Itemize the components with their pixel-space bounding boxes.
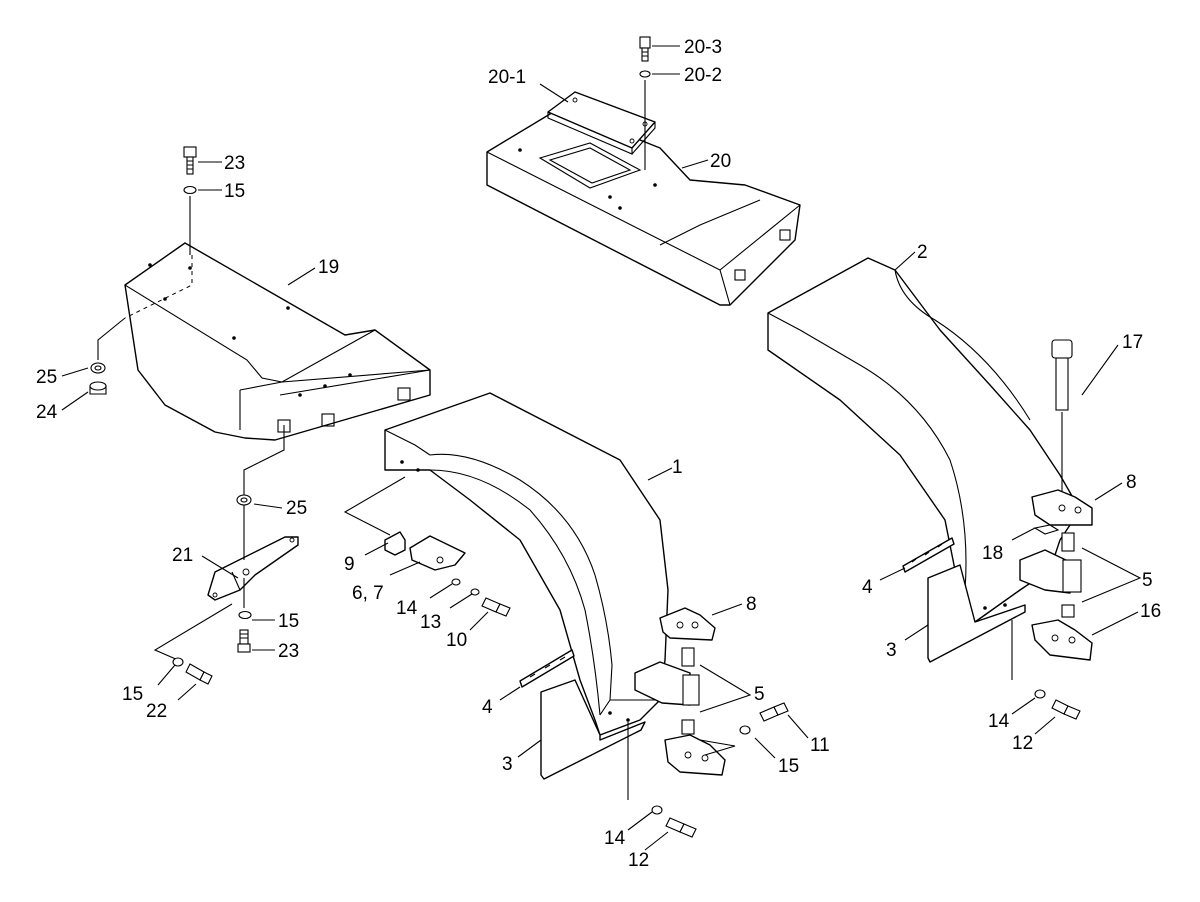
label-12-right: 12 <box>1012 733 1033 754</box>
part-5-hinge-mid <box>634 647 700 735</box>
part-11-bolt <box>759 702 789 722</box>
part-25-washer-mid <box>236 494 252 506</box>
label-2: 2 <box>917 242 928 263</box>
label-8-right: 8 <box>1126 472 1137 493</box>
label-17: 17 <box>1122 332 1143 353</box>
part-20-top-cover <box>486 107 801 306</box>
part-4-strip-right <box>902 537 955 573</box>
part-24-nut <box>89 381 107 395</box>
part-17-pin <box>1051 339 1073 411</box>
part-20-2-washer <box>639 70 651 78</box>
part-3-mudflap-mid <box>540 679 646 780</box>
label-16: 16 <box>1140 601 1161 622</box>
part-20-3-bolt <box>639 36 651 62</box>
part-14-washer-bottom <box>651 805 663 815</box>
part-13-washer <box>470 588 480 596</box>
label-6-7: 6, 7 <box>352 583 384 604</box>
part-number-labels: 20-3 20-2 20-1 20 23 15 19 2 17 25 24 1 … <box>36 37 1161 871</box>
part-16-hinge-plate-right <box>1031 619 1093 661</box>
part-19-left-cover <box>124 242 431 441</box>
part-10-bolt <box>481 597 511 617</box>
part-14-washer-right <box>1034 689 1046 699</box>
label-18: 18 <box>982 543 1003 564</box>
part-25-washer-left <box>90 362 106 374</box>
label-15-lower: 15 <box>122 684 143 705</box>
part-1-middle-fender <box>384 392 669 736</box>
label-4-right: 4 <box>862 577 873 598</box>
label-15-top: 15 <box>224 181 245 202</box>
label-13: 13 <box>420 612 441 633</box>
label-14-bottom: 14 <box>604 828 626 849</box>
part-23-bolt-top <box>183 146 197 175</box>
label-3-right: 3 <box>886 640 897 661</box>
part-22-bolt <box>185 663 213 685</box>
part-8-hinge-plate-lower <box>664 734 726 776</box>
part-14-washer-latch <box>451 578 461 586</box>
label-1: 1 <box>672 457 683 478</box>
label-4-mid: 4 <box>482 697 493 718</box>
label-23-mid: 23 <box>278 641 299 662</box>
label-15-mid: 15 <box>278 611 299 632</box>
part-12-bolt-right <box>1051 699 1081 720</box>
label-10: 10 <box>446 630 467 651</box>
label-leaders <box>61 45 1139 851</box>
label-21: 21 <box>172 545 193 566</box>
label-23-top: 23 <box>224 153 245 174</box>
label-20-2: 20-2 <box>684 65 722 86</box>
label-15-bottom: 15 <box>778 756 799 777</box>
label-20: 20 <box>710 151 731 172</box>
part-12-bolt-bottom <box>665 817 697 838</box>
part-8-hinge-plate-mid <box>659 607 716 641</box>
label-14-right: 14 <box>988 711 1010 732</box>
part-6-7-latch <box>409 535 466 571</box>
part-8-hinge-plate-right <box>1031 489 1093 526</box>
part-15-washer-lower <box>172 657 184 667</box>
part-18-cotter-pin <box>1033 524 1060 535</box>
label-19: 19 <box>318 257 339 278</box>
part-15-washer-top <box>183 185 197 195</box>
part-3-mudflap-right <box>927 564 1026 663</box>
label-3-mid: 3 <box>502 754 513 775</box>
label-14-mid: 14 <box>396 598 418 619</box>
label-11: 11 <box>810 735 830 756</box>
label-5-right: 5 <box>1142 570 1153 591</box>
part-15-washer-mid <box>238 610 252 620</box>
label-22: 22 <box>146 701 167 722</box>
label-12-bottom: 12 <box>628 850 649 871</box>
part-4-strip-mid <box>519 649 575 688</box>
label-9: 9 <box>344 554 355 575</box>
label-5-mid: 5 <box>754 684 765 705</box>
label-20-1: 20-1 <box>488 67 526 88</box>
part-9-latch-bracket <box>384 531 406 556</box>
part-5-hinge-right <box>1019 532 1082 618</box>
part-15-washer-bottom <box>739 725 751 735</box>
label-24: 24 <box>36 402 58 423</box>
label-20-3: 20-3 <box>684 37 722 58</box>
label-8-mid: 8 <box>746 594 757 615</box>
label-25-left: 25 <box>36 367 57 388</box>
part-23-bolt-mid <box>237 629 251 653</box>
label-25-mid: 25 <box>286 498 307 519</box>
